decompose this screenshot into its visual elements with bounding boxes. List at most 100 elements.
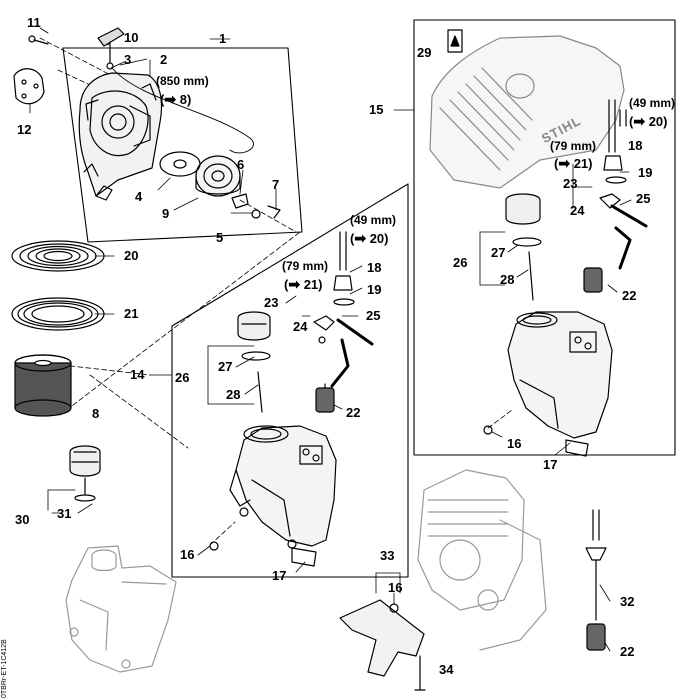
callout-part-25a: 25 [366, 308, 381, 323]
callout-part-34: 34 [439, 662, 454, 677]
frame-box-starter [62, 47, 303, 243]
dimension-short-hose-middle: (49 mm) [350, 213, 397, 227]
callout-part-21: 21 [124, 306, 139, 321]
callout-part-17a: 17 [272, 568, 287, 583]
pawl-and-spring-drawing [231, 193, 281, 219]
callout-part-15: 15 [369, 102, 384, 117]
callout-part-6: 6 [237, 157, 245, 172]
callout-part-24b: 24 [570, 203, 585, 218]
bracket-drawing [339, 599, 426, 691]
callout-part-9: 9 [162, 206, 170, 221]
callout-part-20: 20 [124, 248, 139, 263]
callout-part-28b: 28 [500, 272, 515, 287]
dimension-long-hose-right: (79 mm) [550, 139, 597, 153]
starter-rope-drawing [111, 67, 254, 154]
arrow-right-icon: ➡ [354, 230, 367, 246]
callout-part-22c: 22 [620, 644, 635, 659]
callout-part-30: 30 [15, 512, 30, 527]
callout-part-1: 1 [219, 31, 227, 46]
arrow-right-icon: ➡ [288, 276, 301, 292]
callout-part-12: 12 [17, 122, 32, 137]
callout-part-19a: 19 [367, 282, 382, 297]
tank-middle-drawing [229, 425, 337, 549]
callout-part-23b: 23 [563, 176, 578, 191]
callout-part-2: 2 [160, 52, 168, 67]
pickup-tube-drawing [585, 509, 607, 651]
callout-part-26a: 26 [175, 370, 190, 385]
callout-part-31: 31 [57, 506, 72, 521]
frame-box-tank-middle [171, 183, 409, 578]
tank-cap-left-drawing [69, 445, 101, 502]
callout-part-14: 14 [130, 367, 145, 382]
cross-ref-rope: (➡ 8) [160, 91, 192, 107]
engine-cover-drawing [429, 35, 625, 189]
callout-part-29: 29 [417, 45, 432, 60]
engine-background-drawing [417, 469, 547, 651]
rope-coil-drawing [14, 354, 72, 417]
frame-box-tank-right [413, 19, 676, 456]
callout-part-18b: 18 [628, 138, 643, 153]
cross-ref-long-hose-middle-target: 21 [303, 277, 319, 292]
starter-handle-drawing [97, 27, 125, 70]
tank-left-background-drawing [65, 545, 177, 673]
vent-valve-middle-drawing [313, 315, 335, 344]
callout-part-32: 32 [620, 594, 635, 609]
tank-right-drawing [483, 311, 613, 457]
callout-part-22a: 22 [346, 405, 361, 420]
cross-ref-long-hose-right: (➡ 21) [554, 155, 593, 171]
cross-ref-short-hose-right-target: 20 [648, 114, 664, 129]
callout-part-16a: 16 [180, 547, 195, 562]
cross-ref-long-hose-right-target: 21 [573, 156, 589, 171]
callout-part-22b: 22 [622, 288, 637, 303]
cross-ref-short-hose-middle: (➡ 20) [350, 230, 389, 246]
arrow-right-icon: ➡ [633, 113, 646, 129]
callout-part-18a: 18 [367, 260, 382, 275]
starter-housing-drawing [78, 72, 163, 201]
callout-part-27a: 27 [218, 359, 233, 374]
callout-part-8: 8 [92, 406, 100, 421]
screw-drawing [28, 35, 49, 45]
callout-part-27b: 27 [491, 245, 506, 260]
spring-disc-drawing [159, 151, 201, 177]
arrow-right-icon: ➡ [164, 91, 177, 107]
cross-ref-short-hose-right: (➡ 20) [629, 113, 668, 129]
fuel-filter-middle-drawing [315, 383, 335, 413]
tank-cap-middle-drawing [237, 311, 271, 413]
callout-part-7: 7 [272, 177, 280, 192]
arrow-right-icon: ➡ [558, 155, 571, 171]
rope-rotor-drawing [195, 155, 241, 197]
callout-part-25b: 25 [636, 191, 651, 206]
callout-part-16c: 16 [388, 580, 403, 595]
callout-part-33: 33 [380, 548, 395, 563]
callout-part-11: 11 [27, 15, 41, 30]
tank-cap-right-drawing [505, 193, 542, 301]
hose-middle-drawing [330, 231, 374, 388]
dimension-long-hose-middle: (79 mm) [282, 259, 329, 273]
callout-part-4: 4 [135, 189, 143, 204]
assembly-dashed-lines [39, 37, 513, 546]
dimension-rope-length: (850 mm) [156, 74, 209, 88]
callout-part-10: 10 [124, 30, 139, 45]
diagram-reference-code: 0TBRr-ET-1C412B [1, 639, 8, 698]
cross-ref-long-hose-middle: (➡ 21) [284, 276, 323, 292]
callout-part-3: 3 [124, 52, 132, 67]
fuel-filter-right-drawing [583, 267, 603, 293]
callout-part-17b: 17 [543, 457, 558, 472]
callout-part-16b: 16 [507, 436, 522, 451]
dimension-short-hose-right: (49 mm) [629, 96, 676, 110]
callout-part-19b: 19 [638, 165, 653, 180]
cross-ref-rope-target: 8 [179, 92, 187, 107]
rewind-cover-drawing [13, 68, 45, 105]
callout-part-24a: 24 [293, 319, 308, 334]
callout-part-5: 5 [216, 230, 224, 245]
callout-part-23a: 23 [264, 295, 279, 310]
callout-part-26b: 26 [453, 255, 468, 270]
rewind-spring-drawing [11, 240, 105, 272]
warning-label-drawing [447, 29, 463, 53]
spring-ring-drawing [11, 297, 105, 331]
cross-ref-short-hose-middle-target: 20 [369, 231, 385, 246]
fasteners-middle-drawing [209, 541, 317, 567]
callout-part-28a: 28 [226, 387, 241, 402]
